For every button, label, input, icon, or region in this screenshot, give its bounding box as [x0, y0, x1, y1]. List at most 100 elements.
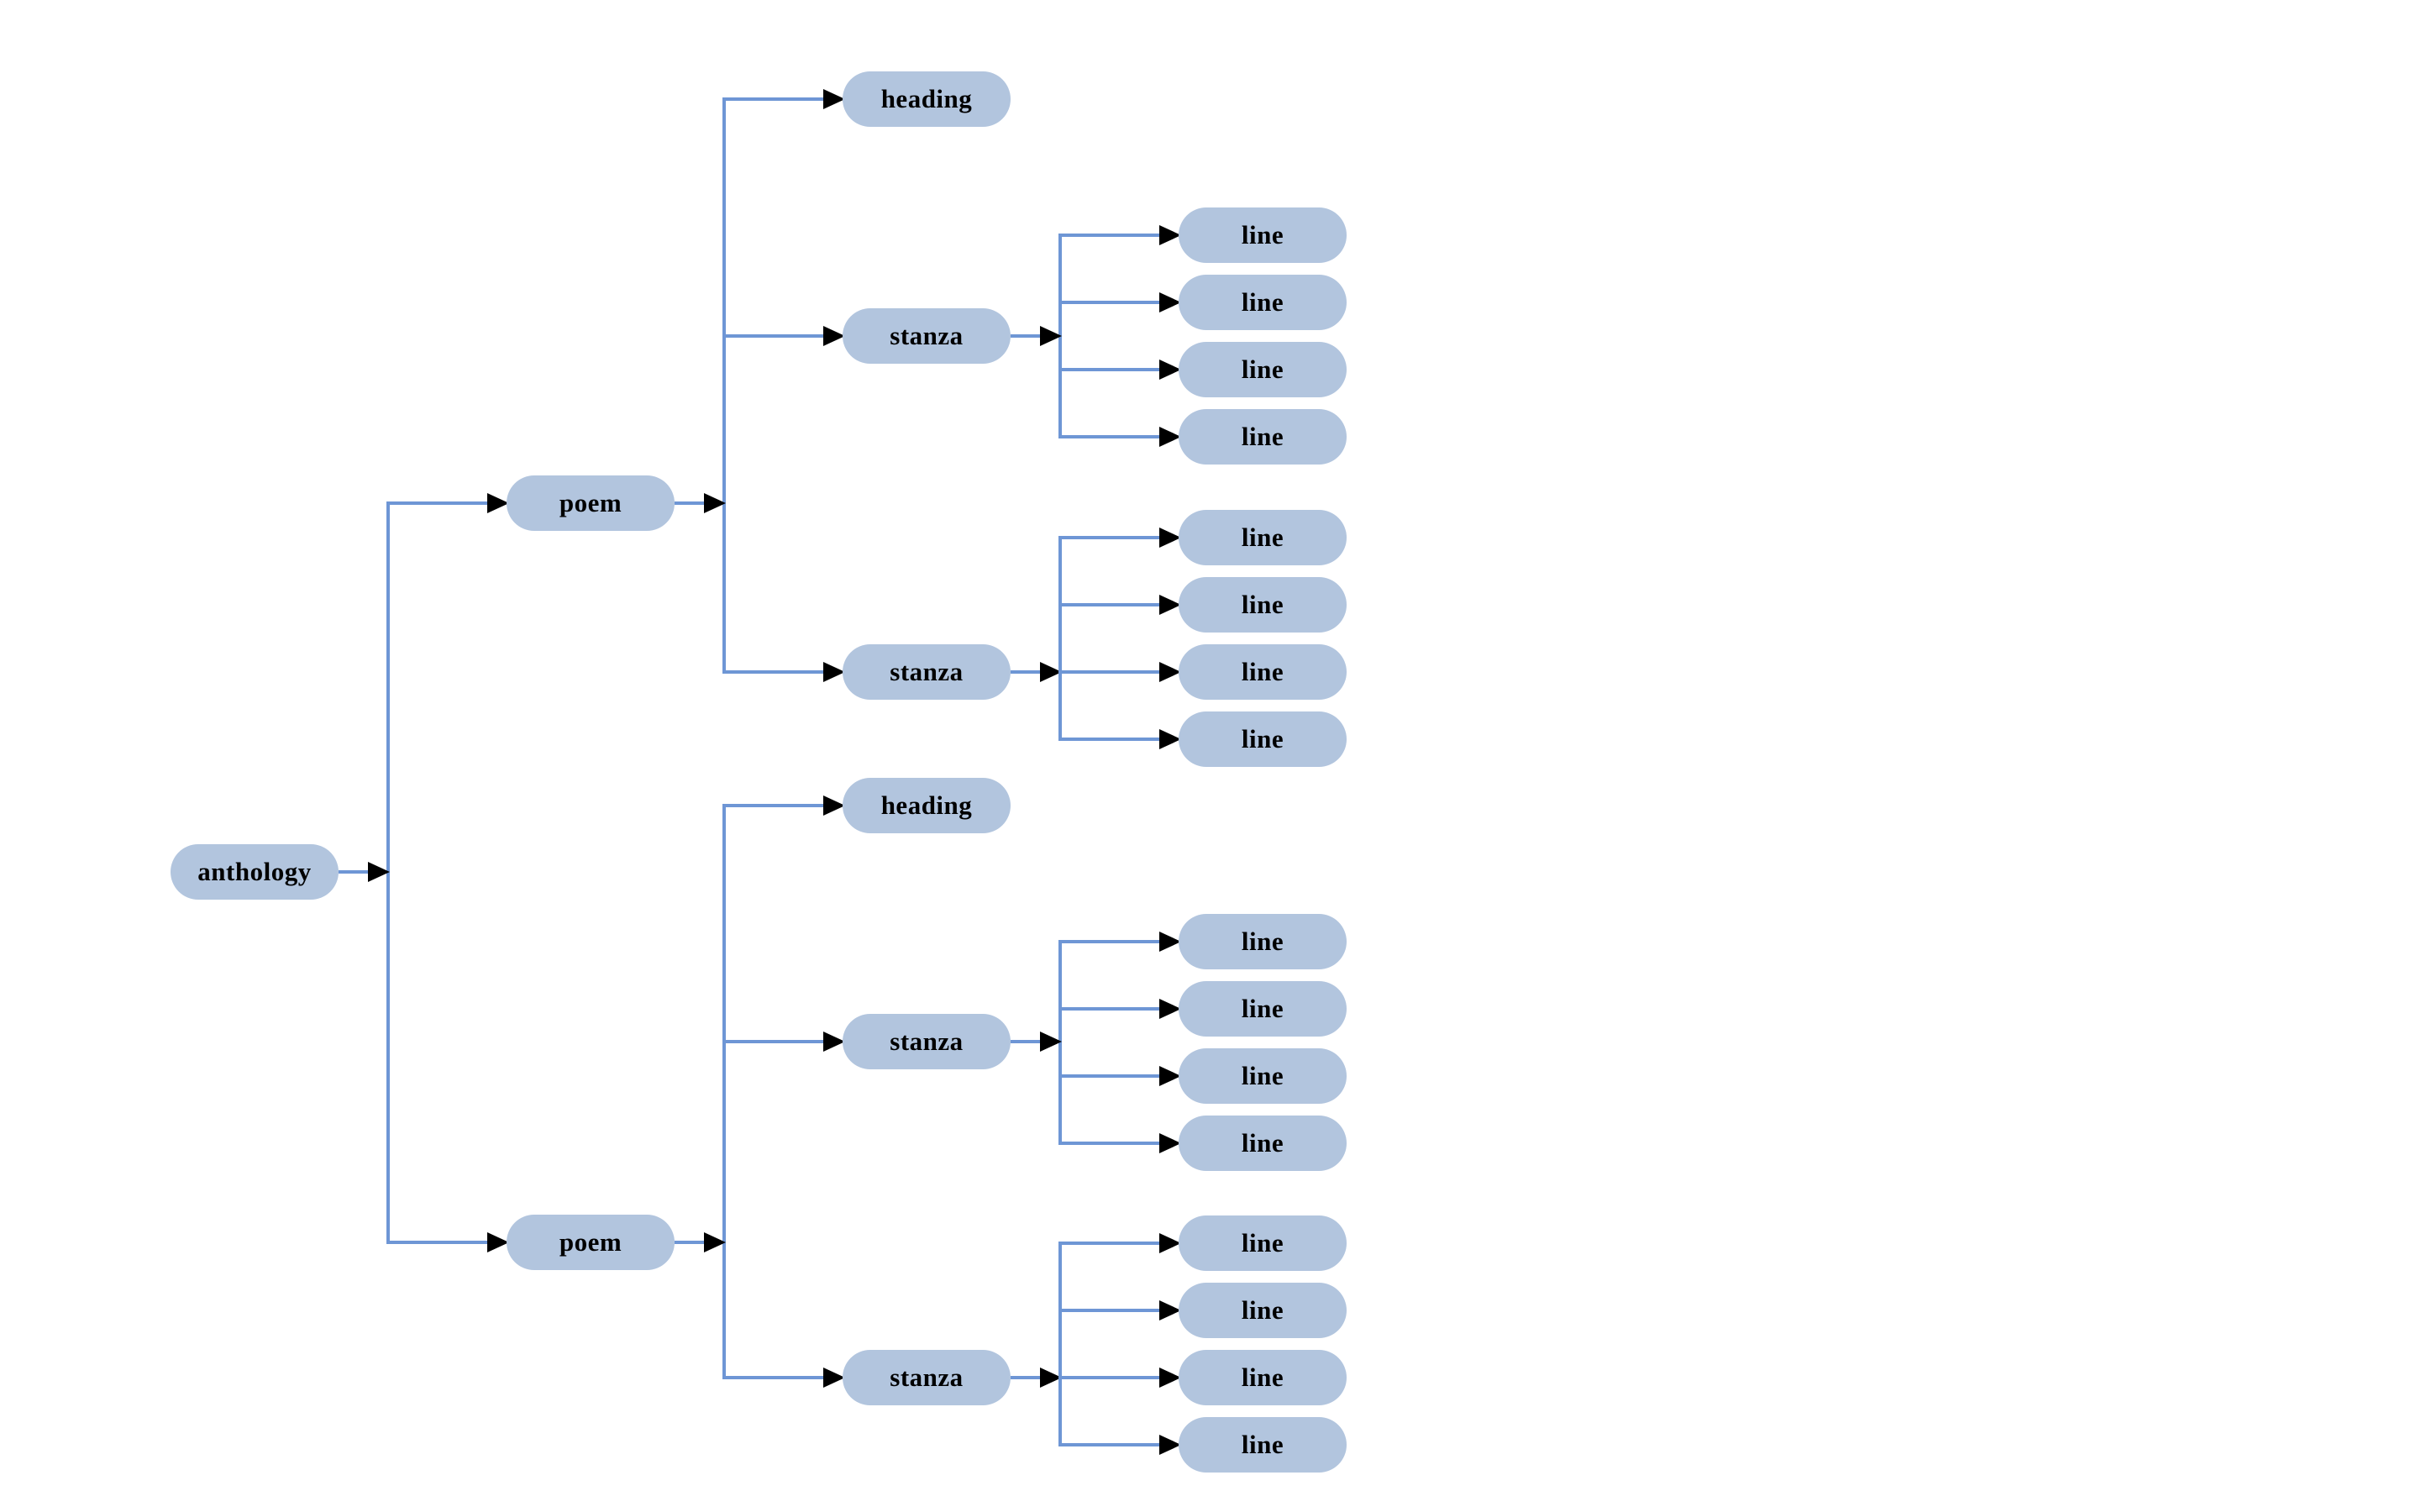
node-line-7: line	[1179, 644, 1347, 700]
to-poem-2-arrowhead-icon	[487, 1232, 509, 1252]
rail-poem-2-connector	[722, 804, 726, 1379]
node-label: line	[1241, 1362, 1284, 1392]
anthology-to-rail-arrowhead-icon	[368, 862, 390, 882]
node-stanza-1: stanza	[843, 308, 1011, 364]
node-line-6: line	[1179, 577, 1347, 633]
to-stanza-3-arrowhead-icon	[823, 1032, 845, 1052]
to-stanza-4-arrowhead-icon	[823, 1368, 845, 1388]
to-line-4-connector	[1058, 435, 1164, 438]
to-stanza-4-connector	[722, 1376, 828, 1379]
to-heading-1-arrowhead-icon	[823, 89, 845, 109]
to-line-9-connector	[1058, 940, 1164, 943]
stanza-1-to-rail-connector	[1011, 334, 1045, 338]
node-line-4: line	[1179, 409, 1347, 465]
to-line-11-connector	[1058, 1074, 1164, 1078]
stanza-1-to-rail-arrowhead-icon	[1040, 326, 1062, 346]
stanza-2-to-rail-connector	[1011, 670, 1045, 674]
node-label: line	[1241, 1128, 1284, 1158]
node-line-14: line	[1179, 1283, 1347, 1338]
stanza-2-to-rail-arrowhead-icon	[1040, 662, 1062, 682]
stanza-4-to-rail-arrowhead-icon	[1040, 1368, 1062, 1388]
to-line-3-arrowhead-icon	[1159, 360, 1181, 380]
to-stanza-1-arrowhead-icon	[823, 326, 845, 346]
to-line-12-arrowhead-icon	[1159, 1133, 1181, 1153]
node-line-3: line	[1179, 342, 1347, 397]
to-line-16-arrowhead-icon	[1159, 1435, 1181, 1455]
to-stanza-3-connector	[722, 1040, 828, 1043]
node-label: line	[1241, 287, 1284, 317]
to-line-1-connector	[1058, 234, 1164, 237]
to-poem-1-connector	[386, 501, 492, 505]
rail-stanza-2-connector	[1058, 536, 1062, 741]
node-label: line	[1241, 522, 1284, 552]
poem-1-to-rail-arrowhead-icon	[704, 493, 726, 513]
node-line-5: line	[1179, 510, 1347, 565]
to-line-15-connector	[1058, 1376, 1164, 1379]
node-stanza-4: stanza	[843, 1350, 1011, 1405]
poem-2-to-rail-connector	[675, 1241, 709, 1244]
node-label: stanza	[890, 321, 964, 350]
stanza-3-to-rail-connector	[1011, 1040, 1045, 1043]
to-line-13-arrowhead-icon	[1159, 1233, 1181, 1253]
node-heading-2: heading	[843, 778, 1011, 833]
to-line-9-arrowhead-icon	[1159, 932, 1181, 952]
to-line-2-arrowhead-icon	[1159, 292, 1181, 312]
node-heading-1: heading	[843, 71, 1011, 127]
node-label: line	[1241, 1295, 1284, 1325]
to-line-7-arrowhead-icon	[1159, 662, 1181, 682]
node-label: stanza	[890, 1026, 964, 1056]
to-stanza-2-arrowhead-icon	[823, 662, 845, 682]
to-heading-1-connector	[722, 97, 828, 101]
node-line-15: line	[1179, 1350, 1347, 1405]
node-line-16: line	[1179, 1417, 1347, 1473]
node-label: line	[1241, 724, 1284, 753]
node-label: line	[1241, 354, 1284, 384]
node-label: poem	[559, 488, 622, 517]
node-line-8: line	[1179, 711, 1347, 767]
to-line-6-arrowhead-icon	[1159, 595, 1181, 615]
node-label: line	[1241, 220, 1284, 249]
to-line-14-connector	[1058, 1309, 1164, 1312]
node-label: anthology	[197, 857, 312, 886]
node-poem-2: poem	[507, 1215, 675, 1270]
node-line-11: line	[1179, 1048, 1347, 1104]
to-line-14-arrowhead-icon	[1159, 1300, 1181, 1320]
to-line-12-connector	[1058, 1142, 1164, 1145]
to-line-11-arrowhead-icon	[1159, 1066, 1181, 1086]
to-line-4-arrowhead-icon	[1159, 427, 1181, 447]
to-line-8-connector	[1058, 738, 1164, 741]
node-label: stanza	[890, 1362, 964, 1392]
to-line-6-connector	[1058, 603, 1164, 606]
node-line-12: line	[1179, 1116, 1347, 1171]
rail-poem-1-connector	[722, 97, 726, 674]
node-label: line	[1241, 927, 1284, 956]
node-label: line	[1241, 1228, 1284, 1257]
node-label: line	[1241, 994, 1284, 1023]
to-poem-1-arrowhead-icon	[487, 493, 509, 513]
node-line-2: line	[1179, 275, 1347, 330]
stanza-4-to-rail-connector	[1011, 1376, 1045, 1379]
to-line-10-arrowhead-icon	[1159, 999, 1181, 1019]
to-line-5-arrowhead-icon	[1159, 528, 1181, 548]
node-label: line	[1241, 1430, 1284, 1459]
node-label: heading	[880, 84, 973, 113]
node-label: line	[1241, 657, 1284, 686]
to-line-5-connector	[1058, 536, 1164, 539]
node-line-13: line	[1179, 1215, 1347, 1271]
node-anthology: anthology	[171, 844, 339, 900]
node-label: line	[1241, 590, 1284, 619]
node-line-9: line	[1179, 914, 1347, 969]
node-poem-1: poem	[507, 475, 675, 531]
to-heading-2-connector	[722, 804, 828, 807]
poem-2-to-rail-arrowhead-icon	[704, 1232, 726, 1252]
to-line-1-arrowhead-icon	[1159, 225, 1181, 245]
to-line-7-connector	[1058, 670, 1164, 674]
node-line-1: line	[1179, 207, 1347, 263]
to-line-15-arrowhead-icon	[1159, 1368, 1181, 1388]
to-line-10-connector	[1058, 1007, 1164, 1011]
node-label: line	[1241, 422, 1284, 451]
poem-1-to-rail-connector	[675, 501, 709, 505]
to-line-2-connector	[1058, 301, 1164, 304]
to-line-8-arrowhead-icon	[1159, 729, 1181, 749]
